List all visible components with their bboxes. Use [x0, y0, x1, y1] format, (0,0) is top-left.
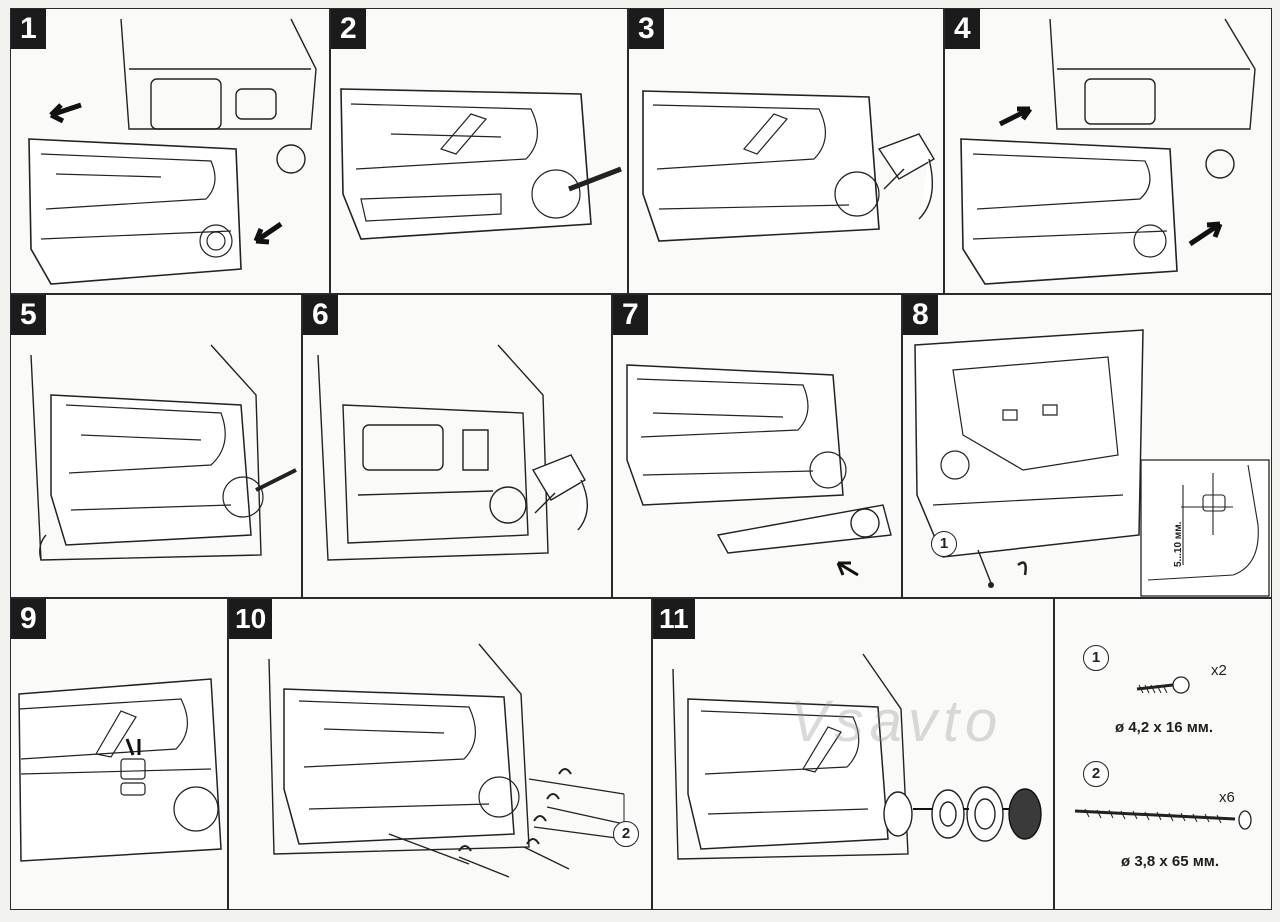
door-illustration	[11, 295, 302, 598]
callout-1: 1	[931, 531, 957, 557]
step-6-panel: 6	[302, 294, 612, 598]
step-11-panel: 11	[652, 598, 1054, 910]
screw-2-head	[1239, 811, 1251, 829]
rotate-arrow-icon	[1018, 563, 1026, 575]
screw-1-body	[1137, 685, 1173, 689]
screw-point	[988, 582, 994, 588]
screwdriver-icon	[569, 169, 621, 189]
jigsaw-icon	[533, 455, 587, 530]
fastener-2-callout: 2	[1083, 761, 1109, 787]
door-trim-illustration	[613, 295, 902, 598]
step-2-panel: 2	[330, 8, 628, 294]
step-5-panel: 5	[10, 294, 302, 598]
arrow-icon	[256, 224, 281, 242]
speaker-grille-icon	[1009, 789, 1041, 839]
door-trim-illustration	[331, 9, 628, 294]
door-frame-illustration	[303, 295, 612, 598]
door-pocket-part	[718, 505, 891, 553]
arrow-icon	[1190, 224, 1220, 244]
door-trim-back-illustration	[903, 295, 1272, 598]
screw-2-body	[1075, 811, 1235, 819]
door-trim-panel	[961, 139, 1177, 284]
fastener-illustration	[1055, 599, 1272, 910]
screw-group	[389, 779, 624, 877]
fastener-1-quantity: x2	[1211, 662, 1227, 679]
door-frame-illustration	[945, 9, 1272, 294]
step-number: 2	[331, 9, 366, 49]
fastener-2-size: ø 3,8 х 65 мм.	[1121, 853, 1220, 870]
step-number: 9	[11, 599, 46, 639]
callout-2: 2	[613, 821, 639, 847]
fastener-legend-panel: 1 x2 ø 4,2 х 16 мм. 2 x6 ø 3,8 х 65 мм.	[1054, 598, 1272, 910]
jigsaw-icon	[879, 134, 934, 219]
step-number: 4	[945, 9, 980, 49]
fastener-2-quantity: x6	[1219, 789, 1235, 806]
step-number: 7	[613, 295, 648, 335]
step-number: 5	[11, 295, 46, 335]
screwdriver-icon	[256, 470, 296, 490]
step-number: 1	[11, 9, 46, 49]
dimension-label: 5...10 мм.	[1173, 521, 1184, 567]
step-4-panel: 4	[944, 8, 1272, 294]
step-number: 10	[229, 599, 273, 639]
step-number: 11	[653, 599, 695, 639]
arrow-icon	[1000, 109, 1030, 124]
speaker-install-illustration	[653, 599, 1054, 910]
step-number: 3	[629, 9, 664, 49]
step-3-panel: 3	[628, 8, 944, 294]
arrow-icon	[838, 563, 858, 575]
door-trim-illustration	[629, 9, 944, 294]
step-7-panel: 7	[612, 294, 902, 598]
step-number: 6	[303, 295, 338, 335]
clip-icons	[459, 769, 571, 851]
detail-inset	[1141, 460, 1269, 596]
step-10-panel: 10	[228, 598, 652, 910]
leader-line	[978, 550, 991, 583]
step-number: 8	[903, 295, 938, 335]
arrow-icon	[51, 105, 81, 121]
screw-1-head	[1173, 677, 1189, 693]
door-closeup-illustration	[11, 599, 228, 910]
step-9-panel: 9	[10, 598, 228, 910]
step-1-panel: 1	[10, 8, 330, 294]
fastener-1-callout: 1	[1083, 645, 1109, 671]
arrow-icon	[127, 739, 139, 755]
door-frame-illustration	[11, 9, 330, 294]
fastener-1-size: ø 4,2 х 16 мм.	[1115, 719, 1214, 736]
speaker-parts	[884, 787, 1003, 841]
step-8-panel: 8	[902, 294, 1272, 598]
door-assembly-illustration	[229, 599, 652, 910]
